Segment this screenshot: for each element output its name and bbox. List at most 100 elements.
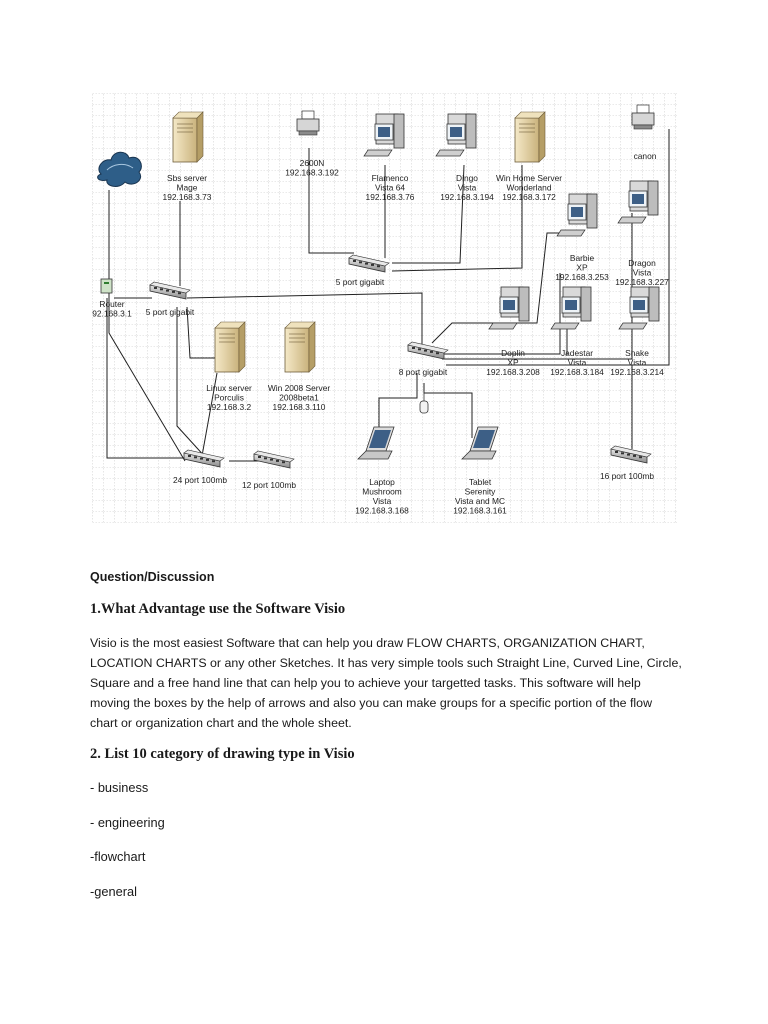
laptop-icon [357, 426, 395, 460]
node-label: 192.168.3.214 [610, 367, 664, 377]
node-label: 192.168.3.253 [555, 272, 609, 282]
network-link [186, 306, 218, 359]
switch-icon [610, 445, 652, 464]
node-sw16: 16 port 100mb [600, 445, 654, 481]
node-label: XP [576, 263, 588, 273]
node-sw12: 12 port 100mb [242, 450, 296, 490]
node-label: Tablet [469, 477, 492, 487]
switch-icon [348, 254, 390, 273]
node-label: 192.168.3.208 [486, 367, 540, 377]
network-link [392, 164, 465, 264]
node-label: 5 port gigabit [146, 307, 195, 317]
node-label: Win Home Server [496, 173, 562, 183]
switch-icon [407, 341, 449, 360]
node-label: 8 port gigabit [399, 367, 448, 377]
node-label: 192.168.3.172 [502, 192, 556, 202]
node-label: Vista [373, 496, 392, 506]
network-link [431, 232, 567, 344]
printer-icon [296, 110, 320, 136]
node-label: Vista [633, 268, 652, 278]
node-label: Router [99, 299, 124, 309]
node-label: 16 port 100mb [600, 471, 654, 481]
pc-icon [617, 180, 659, 224]
question-1-heading: 1.What Advantage use the Software Visio [90, 601, 346, 617]
pc-icon [618, 286, 660, 330]
node-label: Porculis [214, 393, 244, 403]
server-icon [172, 111, 204, 163]
node-label: canon [634, 151, 657, 161]
network-link [108, 190, 186, 462]
network-links [106, 129, 670, 462]
node-label: Vista and MC [455, 496, 505, 506]
node-label: Barbie [570, 253, 595, 263]
node-label: Jadestar [561, 348, 593, 358]
node-label: 192.168.3.73 [163, 192, 212, 202]
paragraph-line: LOCATION CHARTS or any other Sketches. I… [90, 656, 682, 670]
node-label: XP [507, 358, 519, 368]
list-item: - business [90, 780, 149, 795]
node-label: Laptop [369, 477, 395, 487]
node-sw5a: 5 port gigabit [146, 281, 195, 317]
section-heading: Question/Discussion [90, 570, 215, 584]
network-link [308, 148, 354, 254]
node-label: 192.168.3.110 [273, 402, 326, 412]
node-label: 2600N [300, 158, 325, 168]
pc-icon [435, 113, 477, 157]
node-label: Mushroom [362, 487, 402, 497]
network-link [106, 298, 192, 459]
node-canon: canon [631, 104, 657, 161]
node-label: Wonderland [506, 183, 551, 193]
laptop-icon [461, 426, 499, 460]
router-icon [100, 278, 113, 294]
list-item: -flowchart [90, 849, 146, 864]
network-link [391, 165, 523, 272]
answer-1-paragraph: Visio is the most easiest Software that … [90, 633, 690, 733]
network-link [437, 273, 561, 355]
node-label: 192.168.3.194 [440, 192, 494, 202]
node-label: 192.168.3.161 [453, 506, 507, 516]
node-sw5b: 5 port gigabit [336, 254, 390, 287]
network-link [186, 292, 423, 348]
switch-icon [149, 281, 191, 300]
printer-icon [631, 104, 655, 130]
node-label: Win 2008 Server [268, 383, 331, 393]
pc-icon [556, 193, 598, 237]
switch-icon [183, 449, 225, 468]
node-label: Vista 64 [375, 183, 405, 193]
node-label: 192.168.3.2 [207, 402, 252, 412]
network-link [176, 307, 208, 460]
network-link [446, 364, 633, 449]
node-label: 24 port 100mb [173, 475, 227, 485]
paragraph-line: moving the boxes by the help of arrows a… [90, 696, 653, 710]
node-label: Linux server [206, 383, 252, 393]
wap-icon [419, 391, 429, 414]
node-cloud [97, 151, 142, 187]
pc-icon [488, 286, 530, 330]
paragraph-line: Visio is the most easiest Software that … [90, 636, 645, 650]
node-label: Dingo [456, 173, 478, 183]
switch-icon [253, 450, 295, 469]
pc-icon [550, 286, 592, 330]
network-link [442, 213, 633, 360]
node-sw8: 8 port gigabit [399, 341, 449, 377]
node-label: 2008beta1 [279, 393, 319, 403]
pc-icon [363, 113, 405, 157]
server-icon [214, 321, 246, 373]
node-label: Doplin [501, 348, 525, 358]
node-label: Flamenco [372, 173, 409, 183]
node-label: Vista [568, 358, 587, 368]
node-label: 192.168.3.76 [366, 192, 415, 202]
node-label: 5 port gigabit [336, 277, 385, 287]
node-label: Mage [177, 183, 198, 193]
